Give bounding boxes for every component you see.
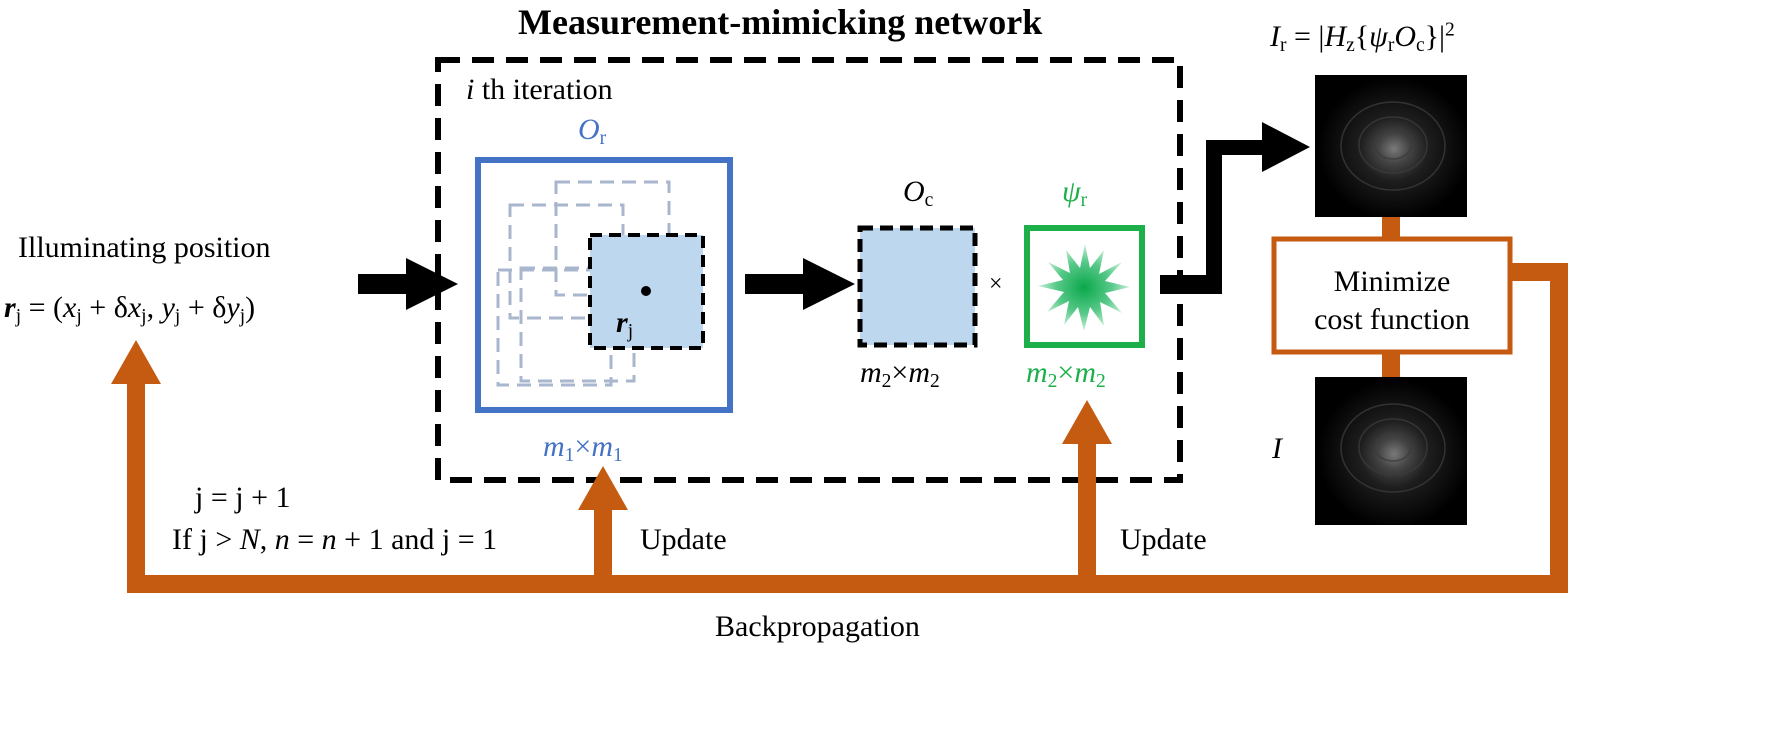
cost-function-box <box>1271 236 1513 355</box>
loop-cond-n: n <box>274 523 290 556</box>
cost-line2: cost function <box>1314 302 1470 336</box>
formula-y2-sub: j <box>239 305 246 327</box>
cropped-label-main: O <box>903 175 925 208</box>
cropped-size-sub2: 2 <box>930 370 940 392</box>
update-label-left: Update <box>640 523 727 556</box>
cropped-size-m: m <box>860 356 882 389</box>
cropped-label-sub: c <box>924 189 934 211</box>
out-O-sub: c <box>1415 34 1425 56</box>
estimated-pattern-rings <box>1340 101 1446 191</box>
update-label-right: Update <box>1120 523 1207 556</box>
probe-size-m2: m <box>1074 356 1097 389</box>
loop-cond-d: + 1 and j = 1 <box>336 523 498 556</box>
loop-cond-b: , <box>259 523 275 556</box>
loop-condition: If j > N, n = n + 1 and j = 1 <box>172 525 497 555</box>
object-label-main: O <box>578 113 600 146</box>
probe-size-m: m <box>1026 356 1048 389</box>
object-label: Or <box>578 113 606 149</box>
out-H-sub: z <box>1346 34 1355 56</box>
out-psi: ψ <box>1369 20 1388 53</box>
object-label-sub: r <box>599 127 607 149</box>
network-title: Measurement-mimicking network <box>518 2 1043 42</box>
out-I-sub: r <box>1280 34 1287 56</box>
probe-label: ψr <box>1062 175 1087 211</box>
object-size-x: × <box>574 430 592 463</box>
probe-star-icon <box>1038 244 1130 331</box>
illuminating-label: Illuminating position <box>18 231 271 264</box>
object-size-m: m <box>543 430 565 463</box>
cropped-object-box <box>857 225 978 348</box>
iteration-var: i <box>466 73 475 106</box>
probe-size-x: × <box>1057 356 1075 389</box>
formula-y-sub: j <box>174 305 181 327</box>
formula-r: r <box>4 291 16 324</box>
formula-comma: , <box>146 291 162 324</box>
probe-label-main: ψ <box>1062 175 1081 208</box>
network-frame <box>435 57 1183 483</box>
backprop-loop <box>111 217 1568 593</box>
loop-cond-N: N <box>239 523 260 556</box>
cropped-size-x: × <box>891 356 909 389</box>
loop-cond-n2: n <box>321 523 337 556</box>
probe-size-sub1: 2 <box>1047 370 1058 392</box>
formula-x2: x <box>127 291 142 324</box>
cropped-size-sub1: 2 <box>881 370 892 392</box>
backpropagation-label: Backpropagation <box>715 610 920 643</box>
out-I: I <box>1270 20 1280 53</box>
formula-x-sub: j <box>76 305 82 327</box>
loop-cond-a: If j > <box>172 523 240 556</box>
iteration-text: th iteration <box>474 73 613 106</box>
object-size-m2: m <box>591 430 614 463</box>
formula-plus1: + δ <box>81 291 128 324</box>
out-exp: 2 <box>1445 19 1455 41</box>
formula-x: x <box>63 291 77 324</box>
multiply-sign: × <box>989 271 1003 297</box>
loop-increment: j = j + 1 <box>195 481 291 514</box>
probe-position-r: r <box>616 306 628 339</box>
measured-pattern-image <box>1315 377 1467 525</box>
object-size-sub1: 1 <box>564 444 575 466</box>
flow-arrows <box>358 122 1310 310</box>
cropped-size-m2: m <box>908 356 931 389</box>
loop-cond-c: = <box>289 523 322 556</box>
formula-x2-sub: j <box>141 305 147 327</box>
measured-pattern-rings <box>1340 403 1446 493</box>
out-open: { <box>1354 20 1370 53</box>
output-formula: Ir = |Hz{ψrOc}|2 <box>1270 19 1455 55</box>
formula-plus2: + δ <box>180 291 227 324</box>
out-O: O <box>1394 20 1416 53</box>
probe-size-label: m2×m2 <box>1026 356 1106 392</box>
illuminating-formula: rj = (xj + δxj, yj + δyj) <box>4 291 256 327</box>
estimated-pattern-image <box>1315 75 1467 217</box>
out-close: }| <box>1424 20 1446 53</box>
formula-y: y <box>161 291 175 324</box>
cropped-size-label: m2×m2 <box>860 356 940 392</box>
probe-position-label: rj <box>616 306 633 342</box>
formula-r-sub: j <box>15 305 22 327</box>
cost-function-text: Minimize cost function <box>1274 263 1510 338</box>
overlap-scan-squares <box>496 180 671 387</box>
formula-y2: y <box>226 291 240 324</box>
out-H: H <box>1324 20 1347 53</box>
measured-label: I <box>1272 432 1282 465</box>
formula-eq: = ( <box>21 291 64 324</box>
probe-position-sub: j <box>627 320 634 342</box>
out-eq: = | <box>1286 20 1325 53</box>
cropped-object-label: Oc <box>903 175 933 211</box>
object-size-sub2: 1 <box>613 444 623 466</box>
cost-line1: Minimize <box>1333 265 1451 298</box>
object-size-label: m1×m1 <box>543 430 623 466</box>
probe-size-sub2: 2 <box>1096 370 1106 392</box>
formula-close: ) <box>245 291 256 324</box>
iteration-label: i th iteration <box>466 75 613 105</box>
probe-label-sub: r <box>1080 189 1088 211</box>
probe-center-dot <box>641 286 651 296</box>
out-psi-sub: r <box>1387 34 1395 56</box>
